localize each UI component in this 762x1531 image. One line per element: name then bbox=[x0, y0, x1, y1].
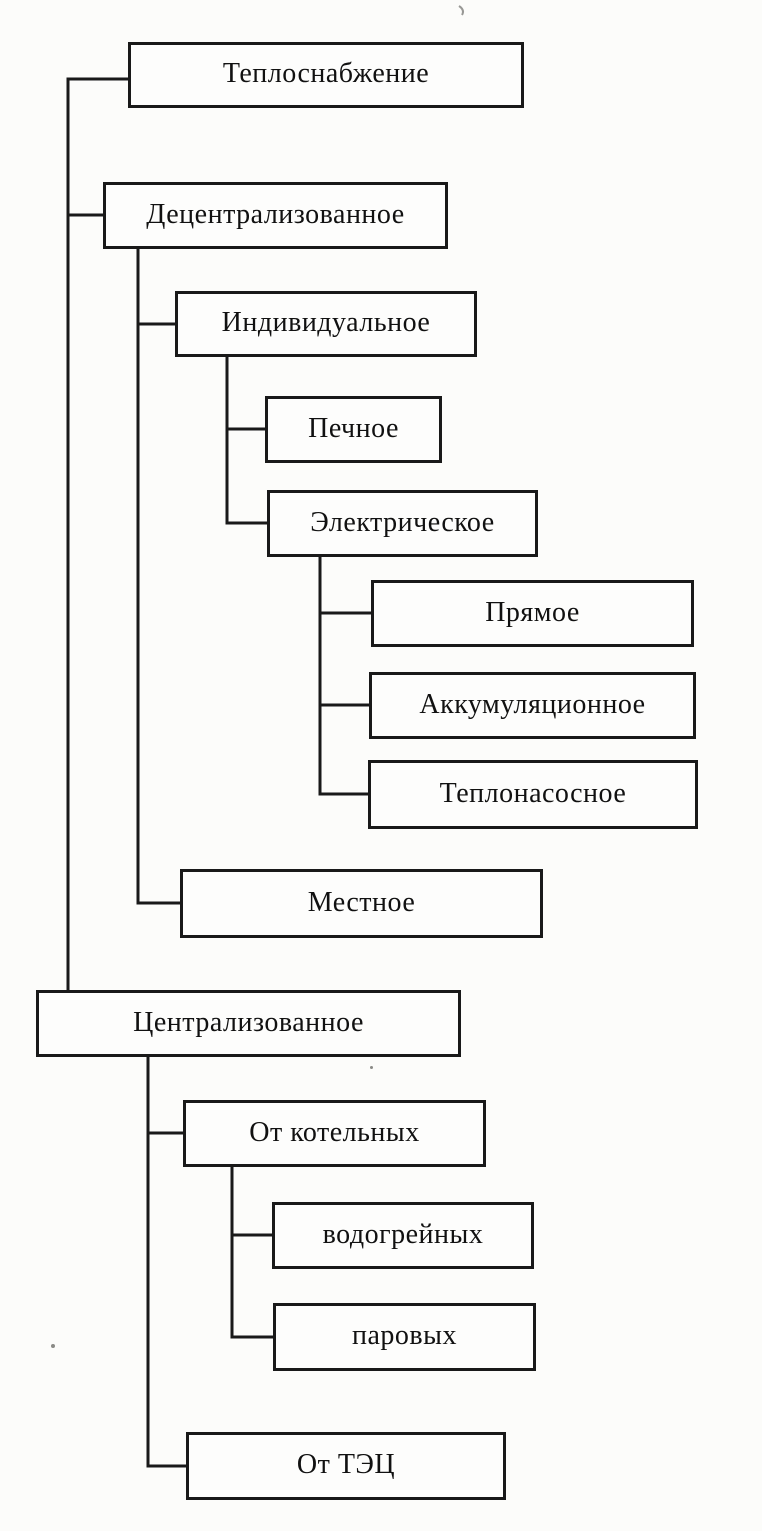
node-individualnoe: Индивидуальное bbox=[175, 291, 477, 357]
connector-individualnoe-trunk bbox=[225, 357, 268, 525]
node-teplosnabzhenie-label: Теплоснабжение bbox=[222, 58, 430, 89]
node-teplonasosnoe-label: Теплонасосное bbox=[439, 777, 627, 809]
node-ot-kotelnykh-label: От котельных bbox=[249, 1116, 420, 1148]
node-tsentralizovannoe-label: Централизованное bbox=[133, 1006, 364, 1038]
node-teplosnabzhenie: Теплоснабжение bbox=[128, 42, 524, 108]
node-parovykh-label: паровых bbox=[352, 1320, 457, 1351]
node-ot-kotelnykh: От котельных bbox=[183, 1100, 486, 1167]
node-ot-tets: От ТЭЦ bbox=[186, 1432, 506, 1500]
scan-mark bbox=[458, 5, 464, 16]
node-decentralizovannoe: Децентрализованное bbox=[103, 182, 448, 249]
node-pechnoe: Печное bbox=[265, 396, 442, 463]
node-pryamoe: Прямое bbox=[371, 580, 694, 647]
connector-ot-kotelnykh-trunk bbox=[230, 1167, 274, 1339]
connector-root-trunk bbox=[66, 77, 128, 993]
scan-speck bbox=[51, 1344, 55, 1348]
node-elektricheskoe: Электрическое bbox=[267, 490, 538, 557]
connector-elektricheskoe-trunk bbox=[318, 557, 369, 796]
node-parovykh: паровых bbox=[273, 1303, 536, 1371]
node-teplonasosnoe: Теплонасосное bbox=[368, 760, 698, 829]
node-tsentralizovannoe: Централизованное bbox=[36, 990, 461, 1057]
node-akkumulyatsionnoe: Аккумуляционное bbox=[369, 672, 696, 739]
node-mestnoe-label: Местное bbox=[307, 886, 416, 918]
node-akkumulyatsionnoe-label: Аккумуляционное bbox=[419, 688, 646, 720]
node-pechnoe-label: Печное bbox=[308, 412, 399, 444]
node-individualnoe-label: Индивидуальное bbox=[221, 307, 431, 338]
scan-speck bbox=[370, 1066, 373, 1069]
node-vodogreynykh: водогрейных bbox=[272, 1202, 534, 1269]
node-vodogreynykh-label: водогрейных bbox=[322, 1218, 484, 1250]
node-ot-tets-label: От ТЭЦ bbox=[296, 1449, 396, 1480]
node-mestnoe: Местное bbox=[180, 869, 543, 938]
connector-tsentralizovannoe-trunk bbox=[146, 1057, 187, 1468]
connector-decentralizovannoe-trunk bbox=[136, 249, 180, 905]
node-elektricheskoe-label: Электрическое bbox=[310, 506, 495, 538]
node-pryamoe-label: Прямое bbox=[485, 596, 580, 628]
node-decentralizovannoe-label: Децентрализованное bbox=[146, 198, 405, 230]
